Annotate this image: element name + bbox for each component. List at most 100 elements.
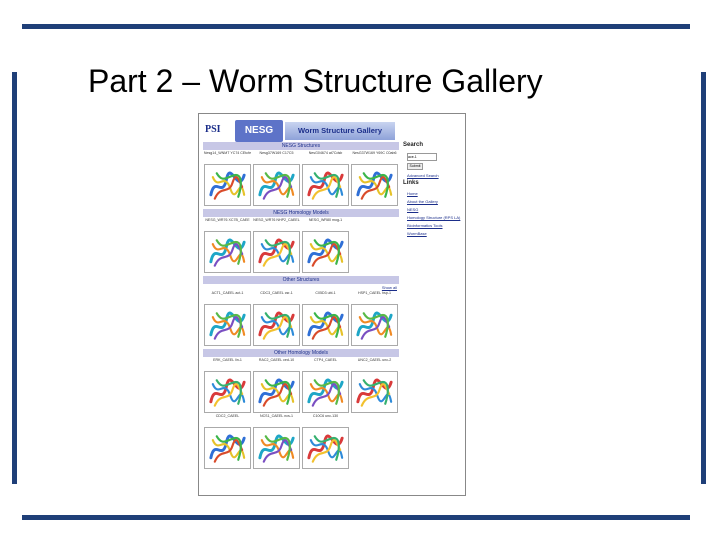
ribbon-strand <box>311 315 342 340</box>
ribbon-strand <box>360 382 391 407</box>
protein-structure-icon[interactable] <box>302 164 349 206</box>
structure-label[interactable]: RAC2_CAEEL ced-10 <box>258 358 295 362</box>
protein-structure-icon[interactable] <box>302 231 349 273</box>
protein-structure-icon[interactable] <box>302 304 349 346</box>
ribbon-strand <box>311 175 342 200</box>
protein-structure-icon[interactable] <box>204 371 251 413</box>
ribbon-strand <box>215 312 242 338</box>
protein-ribbon <box>209 434 246 463</box>
ribbon-strand <box>362 312 389 338</box>
ribbon-strand <box>213 242 244 267</box>
thumbnail-row <box>203 370 399 414</box>
ribbon-strand <box>313 172 340 198</box>
ribbon-strand <box>264 172 291 198</box>
structure-label[interactable]: NesG04674 at7Cdsb <box>308 151 343 155</box>
structure-label[interactable]: NesG37W169 Y69C C0ab6 <box>352 151 397 155</box>
gallery-banner: PSI NESG Worm Structure Gallery <box>201 116 397 146</box>
structure-label[interactable]: NCS1_CAEEL ncs-1 <box>259 414 294 418</box>
structure-label[interactable] <box>350 218 399 230</box>
bottom-accent-bar <box>22 515 690 520</box>
ribbon-strand <box>360 315 391 340</box>
ribbon-strand <box>213 315 244 340</box>
protein-structure-icon[interactable] <box>253 231 300 273</box>
protein-ribbon <box>356 311 393 340</box>
section-header: NESG Homology Models <box>203 209 399 217</box>
submit-button[interactable]: Submit <box>407 163 423 170</box>
protein-structure-icon[interactable] <box>351 371 398 413</box>
structure-label[interactable]: NESG_WR80 mog-1 <box>308 218 343 222</box>
ribbon-strand <box>264 435 291 461</box>
protein-ribbon <box>307 238 344 267</box>
protein-structure-icon[interactable] <box>302 427 349 469</box>
structure-label[interactable]: NESG_WR76 NHP2_CAEEL <box>253 218 300 222</box>
ribbon-strand <box>313 435 340 461</box>
section-header: Other Homology Models <box>203 349 399 357</box>
nesg-logo: NESG <box>235 120 283 142</box>
ribbon-strand <box>311 242 342 267</box>
structure-label[interactable]: ERK_CAEEL lin-1 <box>213 358 242 362</box>
structure-label[interactable]: UNC2_CAEEL unc-2 <box>357 358 392 362</box>
ribbon-strand <box>262 438 293 463</box>
show-all-link[interactable]: Show all <box>381 285 397 290</box>
sidebar-link[interactable]: WormBase <box>407 231 427 236</box>
sidebar-link[interactable]: About the Gallery <box>407 199 438 204</box>
ribbon-strand <box>313 379 340 405</box>
top-accent-bar <box>22 24 690 29</box>
protein-structure-icon[interactable] <box>253 164 300 206</box>
sidebar-link[interactable]: Bioinformatics Tools <box>407 223 443 228</box>
sidebar-link[interactable]: Homology Structure (RPS LA) <box>407 215 461 220</box>
ribbon-strand <box>262 382 293 407</box>
ribbon-strand <box>360 175 391 200</box>
structure-label[interactable]: CTP4_CAEEL <box>314 358 337 362</box>
structure-label[interactable]: HSP1_CAEEL hsp-1 <box>357 291 392 295</box>
protein-structure-icon[interactable] <box>204 304 251 346</box>
ribbon-strand <box>313 312 340 338</box>
structure-label[interactable]: C10C6 unc-130 <box>312 414 339 418</box>
search-select[interactable]: ace-1 <box>407 153 437 161</box>
structure-label[interactable]: CDC2_CAEEL <box>215 414 240 418</box>
protein-ribbon <box>209 171 246 200</box>
ribbon-strand <box>215 239 242 265</box>
protein-ribbon <box>356 171 393 200</box>
protein-structure-icon[interactable] <box>253 371 300 413</box>
section-header: Other Structures <box>203 276 399 284</box>
search-heading: Search <box>403 142 424 148</box>
protein-ribbon <box>209 238 246 267</box>
protein-structure-icon[interactable] <box>204 231 251 273</box>
ribbon-strand <box>262 315 293 340</box>
thumbnail-row <box>203 230 399 274</box>
protein-structure-icon[interactable] <box>253 427 300 469</box>
empty-slot <box>351 427 398 469</box>
ribbon-strand <box>262 175 293 200</box>
protein-structure-icon[interactable] <box>204 427 251 469</box>
structure-label[interactable]: Nesg37W169 C17C5 <box>259 151 294 155</box>
structure-label[interactable]: NESG_WR76 XC7B_CAEE <box>205 218 250 222</box>
protein-structure-icon[interactable] <box>253 304 300 346</box>
ribbon-strand <box>362 379 389 405</box>
protein-structure-icon[interactable] <box>302 371 349 413</box>
protein-structure-icon[interactable] <box>351 164 398 206</box>
ribbon-strand <box>313 239 340 265</box>
structure-label[interactable] <box>350 414 399 426</box>
protein-ribbon <box>307 378 344 407</box>
protein-ribbon <box>209 378 246 407</box>
protein-structure-icon[interactable] <box>204 164 251 206</box>
ribbon-strand <box>215 379 242 405</box>
sidebar-link[interactable]: Home <box>407 191 418 196</box>
structure-label[interactable]: Nesg14_WNMT YC74 CEtcfe <box>203 151 252 155</box>
advanced-search-link[interactable]: Advanced Search <box>407 173 439 178</box>
psi-logo: PSI <box>205 124 221 135</box>
structure-label[interactable]: ACT1_CAEEL act-1 <box>211 291 244 295</box>
protein-ribbon <box>258 434 295 463</box>
ribbon-strand <box>362 172 389 198</box>
ribbon-strand <box>213 438 244 463</box>
protein-structure-icon[interactable] <box>351 304 398 346</box>
structure-label[interactable]: C05D3 ubl-1 <box>315 291 336 295</box>
structure-label[interactable]: CDC3_CAEEL csr-1 <box>260 291 293 295</box>
empty-slot <box>351 231 398 273</box>
sidebar-link[interactable]: NESG <box>407 207 419 212</box>
links-heading: Links <box>403 180 419 186</box>
protein-ribbon <box>356 378 393 407</box>
